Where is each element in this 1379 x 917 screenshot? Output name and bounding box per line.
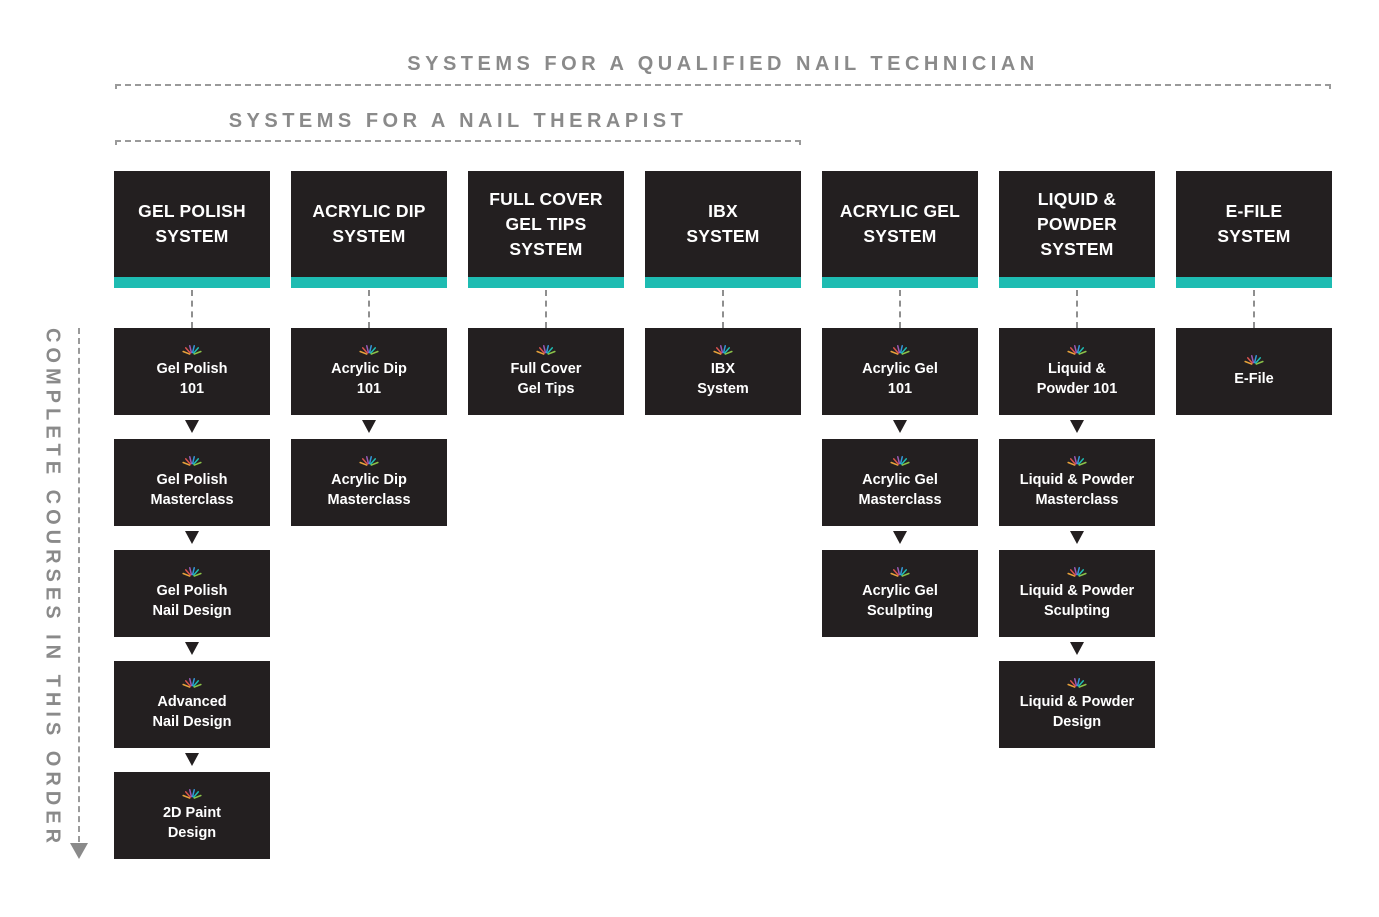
sunburst-logo-icon [359, 345, 379, 355]
system-title: ACRYLIC DIP SYSTEM [312, 201, 426, 246]
connector-line [545, 290, 547, 328]
course-title: Acrylic Gel Masterclass [858, 472, 942, 508]
nail-therapist-bracket [115, 140, 801, 145]
system-title: LIQUID & POWDER SYSTEM [1037, 188, 1117, 259]
course-title: Acrylic Gel Sculpting [862, 583, 938, 619]
sunburst-logo-icon [182, 567, 202, 577]
course-title: Acrylic Gel 101 [862, 361, 938, 397]
course-title: Liquid & Powder 101 [1036, 361, 1118, 397]
system-box: ACRYLIC DIP SYSTEM [291, 171, 447, 288]
connector-line [191, 290, 193, 328]
system-box: FULL COVER GEL TIPS SYSTEM [468, 171, 624, 288]
system-title: GEL POLISH SYSTEM [138, 201, 246, 246]
course-box: Advanced Nail Design [114, 661, 270, 748]
sunburst-logo-icon [1067, 345, 1087, 355]
course-title: Liquid & Powder Sculpting [1019, 583, 1135, 619]
course-box: Gel Polish 101 [114, 328, 270, 415]
course-box: Liquid & Powder Masterclass [999, 439, 1155, 526]
course-title: IBX System [697, 361, 749, 397]
connector-line [1076, 290, 1078, 328]
sunburst-logo-icon [1067, 567, 1087, 577]
course-title: Acrylic Dip Masterclass [327, 472, 411, 508]
down-arrow-icon [893, 531, 907, 544]
course-title: Acrylic Dip 101 [331, 361, 407, 397]
system-title: IBX SYSTEM [686, 201, 760, 246]
nail-therapist-header: SYSTEMS FOR A NAIL THERAPIST [228, 110, 688, 132]
sunburst-logo-icon [536, 345, 556, 355]
system-title: ACRYLIC GEL SYSTEM [839, 201, 961, 246]
system-box: IBX SYSTEM [645, 171, 801, 288]
course-box: Liquid & Powder Sculpting [999, 550, 1155, 637]
course-box: Acrylic Dip Masterclass [291, 439, 447, 526]
sunburst-logo-icon [182, 678, 202, 688]
sunburst-logo-icon [890, 567, 910, 577]
course-box: Acrylic Gel Masterclass [822, 439, 978, 526]
sunburst-logo-icon [1067, 678, 1087, 688]
course-box: Acrylic Dip 101 [291, 328, 447, 415]
sunburst-logo-icon [182, 789, 202, 799]
course-title: Gel Polish Masterclass [150, 472, 234, 508]
course-title: Gel Polish Nail Design [152, 583, 232, 619]
sunburst-logo-icon [182, 456, 202, 466]
system-box: GEL POLISH SYSTEM [114, 171, 270, 288]
sunburst-logo-icon [1244, 354, 1264, 365]
course-box: Acrylic Gel 101 [822, 328, 978, 415]
system-title: E-FILE SYSTEM [1217, 201, 1291, 246]
down-arrow-icon [893, 420, 907, 433]
course-title: Liquid & Powder Design [1019, 694, 1135, 730]
down-arrow-icon [185, 753, 199, 766]
down-arrow-icon [1070, 642, 1084, 655]
course-box: E-File [1176, 328, 1332, 415]
course-title: E-File [1234, 370, 1274, 387]
course-box: Liquid & Powder Design [999, 661, 1155, 748]
connector-line [899, 290, 901, 328]
system-box: ACRYLIC GEL SYSTEM [822, 171, 978, 288]
sunburst-logo-icon [182, 345, 202, 355]
course-title: Advanced Nail Design [152, 694, 232, 730]
course-order-arrow-icon [70, 843, 88, 859]
course-order-line [78, 328, 80, 842]
system-box: LIQUID & POWDER SYSTEM [999, 171, 1155, 288]
course-title: Full Cover Gel Tips [510, 361, 582, 397]
connector-line [368, 290, 370, 328]
connector-line [1253, 290, 1255, 328]
down-arrow-icon [1070, 531, 1084, 544]
course-order-label: COMPLETE COURSES IN THIS ORDER [41, 327, 64, 849]
down-arrow-icon [1070, 420, 1084, 433]
qualified-technician-header: SYSTEMS FOR A QUALIFIED NAIL TECHNICIAN [407, 53, 1039, 75]
course-title: Liquid & Powder Masterclass [1019, 472, 1135, 508]
course-box: Full Cover Gel Tips [468, 328, 624, 415]
sunburst-logo-icon [890, 345, 910, 355]
down-arrow-icon [185, 642, 199, 655]
down-arrow-icon [362, 420, 376, 433]
sunburst-logo-icon [359, 456, 379, 466]
course-box: 2D Paint Design [114, 772, 270, 859]
course-box: IBX System [645, 328, 801, 415]
course-title: 2D Paint Design [162, 805, 221, 841]
course-box: Liquid & Powder 101 [999, 328, 1155, 415]
sunburst-logo-icon [713, 345, 733, 355]
sunburst-logo-icon [890, 456, 910, 466]
system-title: FULL COVER GEL TIPS SYSTEM [489, 188, 603, 259]
system-box: E-FILE SYSTEM [1176, 171, 1332, 288]
down-arrow-icon [185, 420, 199, 433]
course-box: Gel Polish Nail Design [114, 550, 270, 637]
connector-line [722, 290, 724, 328]
sunburst-logo-icon [1067, 456, 1087, 466]
qualified-technician-bracket [115, 84, 1331, 89]
down-arrow-icon [185, 531, 199, 544]
course-box: Acrylic Gel Sculpting [822, 550, 978, 637]
course-title: Gel Polish 101 [156, 361, 228, 397]
course-box: Gel Polish Masterclass [114, 439, 270, 526]
